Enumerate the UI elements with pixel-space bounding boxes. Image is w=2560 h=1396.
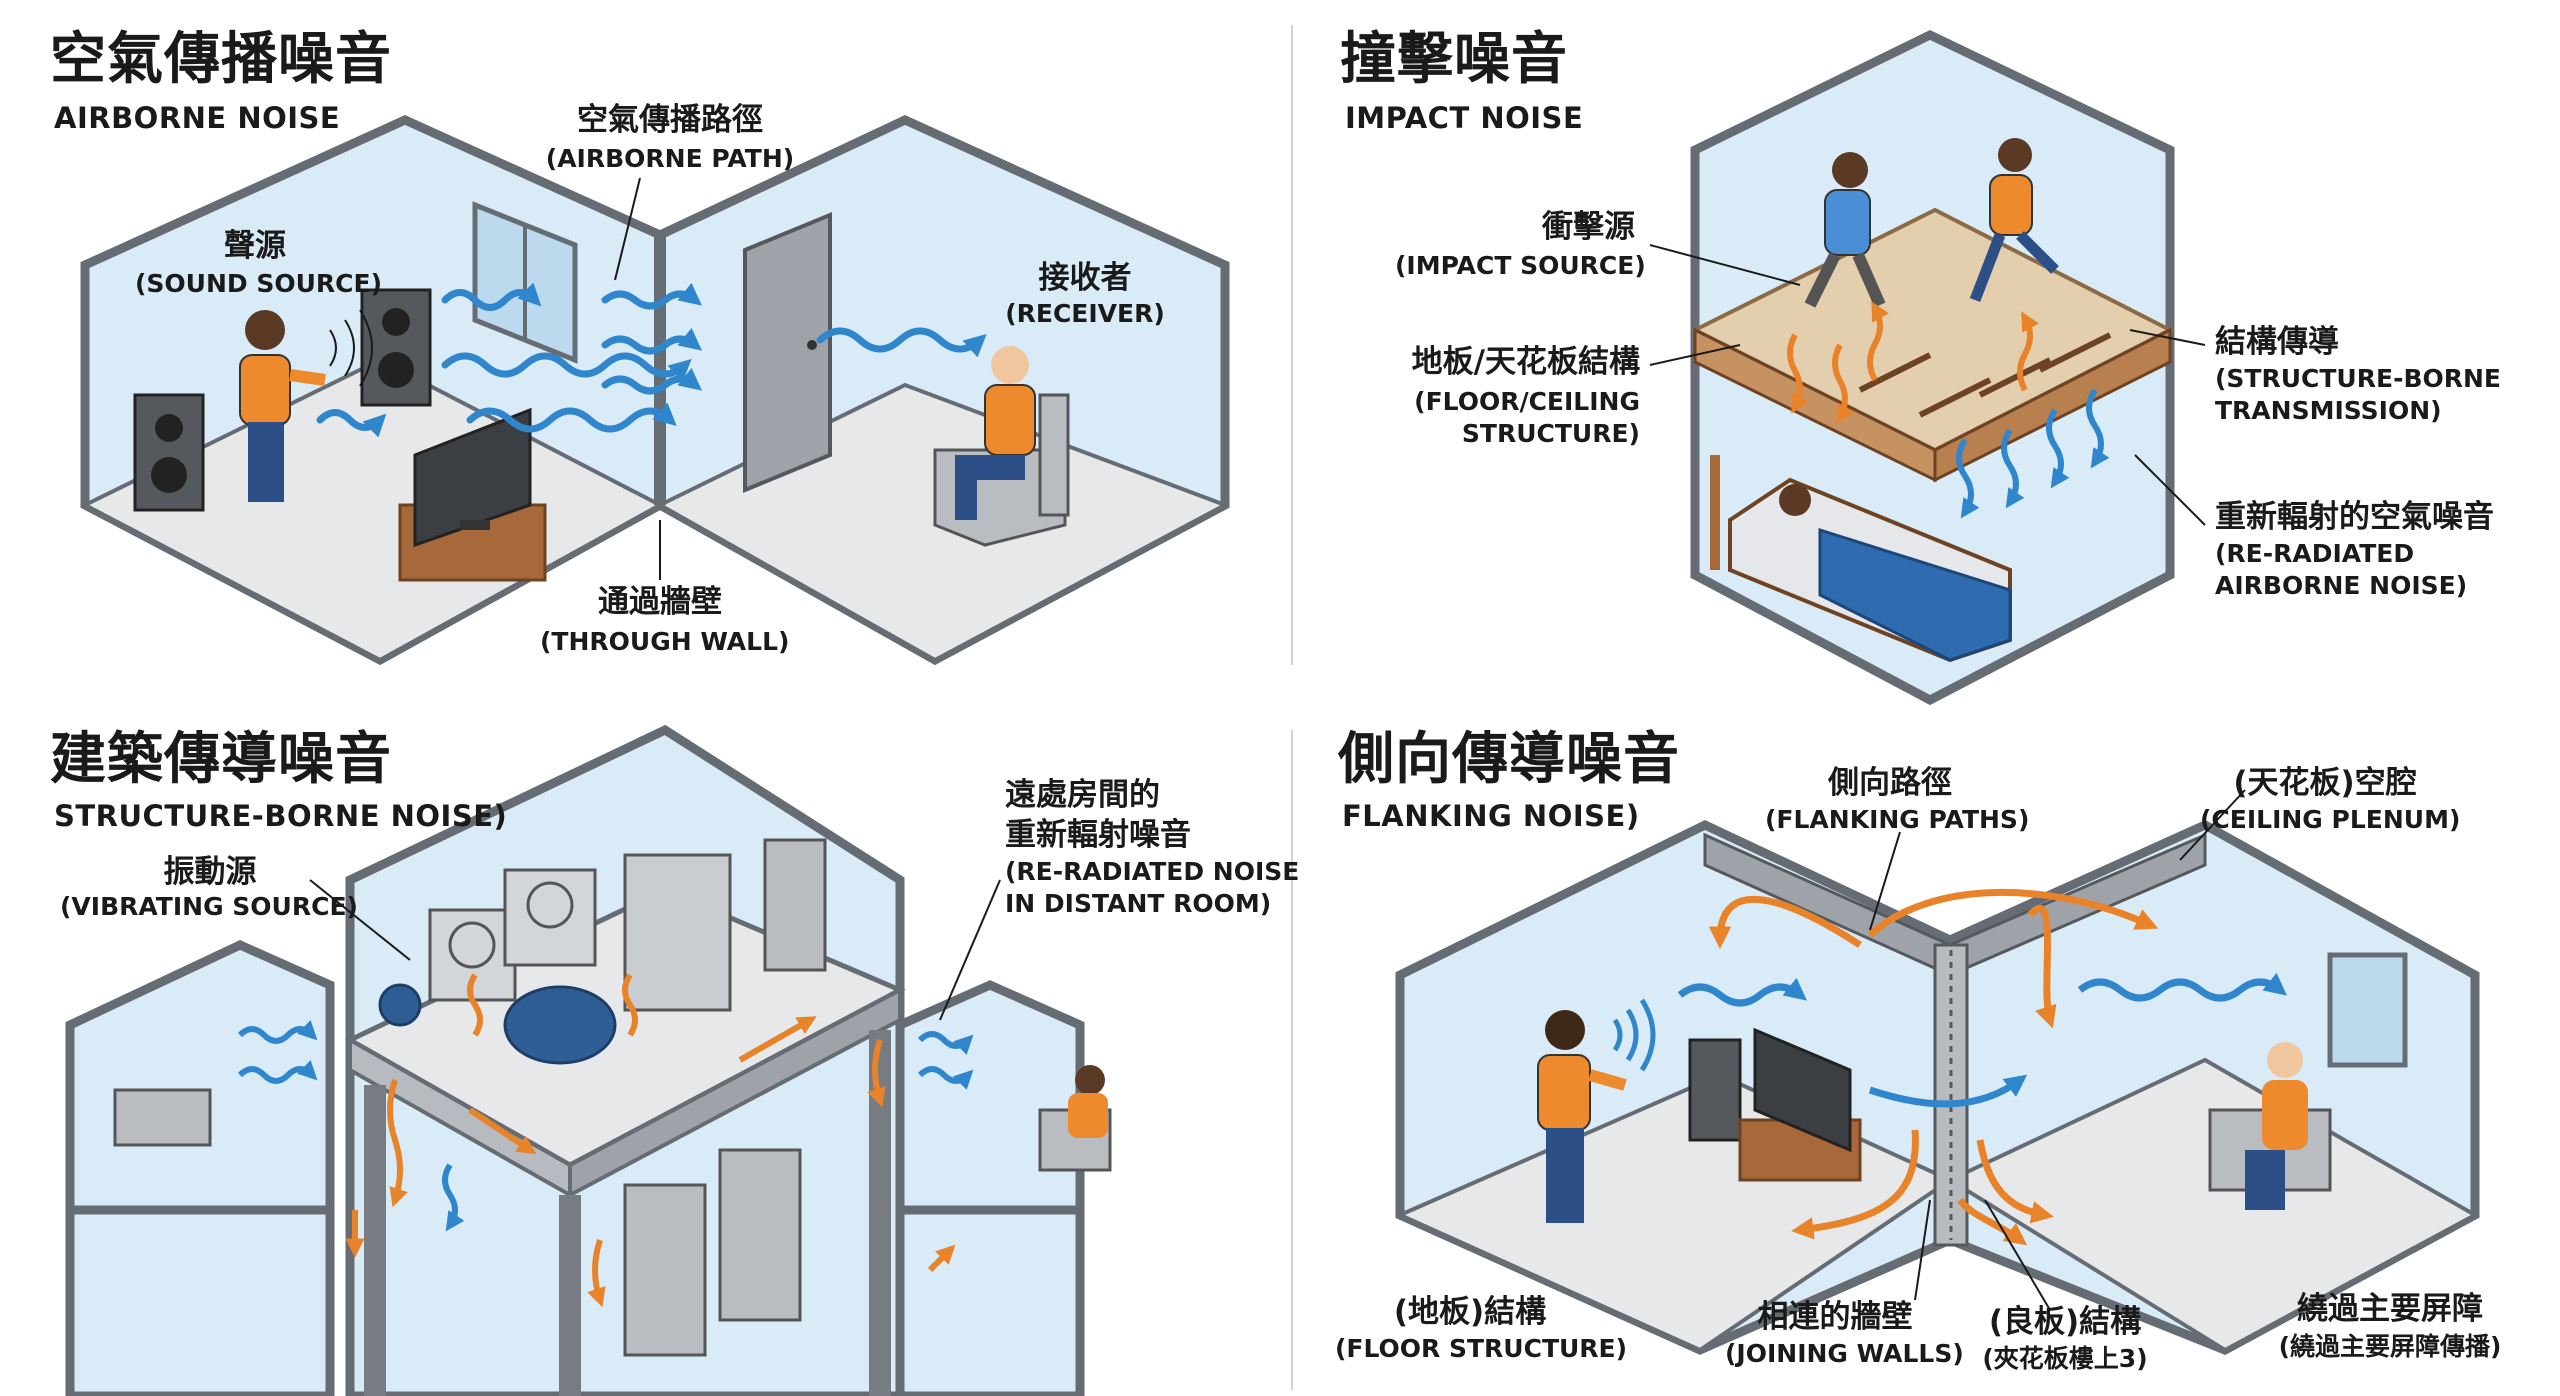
distant-room-label-zh1: 遠處房間的 [1005,777,1160,813]
distant-room-label-en1: (RE-RADIATED NOISE [1005,857,1300,886]
bed-icon [1710,455,2012,663]
impact-source-label-en: (IMPACT SOURCE) [1395,251,1646,280]
structure-borne-label-en2: TRANSMISSION) [2215,396,2442,425]
leader-line [2179,789,2246,861]
tv-icon [398,407,547,582]
flanking-path-arrows [1708,889,2159,1246]
airborne-scene [80,115,1230,666]
flanking-paths-label-zh: 側向路徑 [1828,765,1952,801]
leader-line [1869,831,1901,931]
sound-waves-icon [329,309,373,387]
receiver-chair-icon [933,346,1070,547]
structure-wave-arrows [237,1020,974,1232]
floor-ceiling-label-en1: (FLOOR/CEILING [1414,387,1640,416]
airborne-wave-arrows [316,282,987,438]
leader-line [2134,454,2206,526]
leader-line [1649,344,1741,366]
sound-source-label-zh: 聲源 [224,228,286,264]
vibrating-source-label-zh: 振動源 [163,854,257,890]
floor-structure-label-en: (FLOOR STRUCTURE) [1335,1334,1628,1363]
distant-room-label-zh2: 重新輻射噪音 [1005,817,1191,853]
distant-room-label-en2: IN DISTANT ROOM) [1005,889,1272,918]
impact-scene [1649,30,2206,706]
leader-line [614,177,641,281]
impact-title-zh: 撞擊噪音 [1340,27,1568,92]
leader-line [1914,1199,1931,1301]
structure-borne-label-zh: 結構傳導 [2215,324,2339,360]
door-icon [743,212,832,493]
speaker-icon [1688,1038,1742,1142]
floor-structure-label-zh: (地板)結構 [1393,1294,1547,1330]
sound-source-label-en: (SOUND SOURCE) [135,269,383,298]
through-wall-label-zh: 通過牆壁 [598,584,722,620]
reradiated-label-en2: AIRBORNE NOISE) [2215,571,2468,600]
reradiated-label-en1: (RE-RADIATED [2215,539,2415,568]
leader-line [1649,244,1801,286]
ceiling-plenum-label-en: (CEILING PLENUM) [2200,805,2461,834]
flanking-title-zh: 側向傳導噪音 [1338,727,1680,792]
right-building [895,980,1085,1396]
reading-person-icon [1038,1065,1112,1172]
leader-line [1984,1199,2051,1311]
person-source-icon [1537,1010,1627,1223]
receiver-label-en: (RECEIVER) [1005,299,1165,328]
vibrating-source-label-en: (VIBRATING SOURCE) [60,892,358,921]
tv-icon [1738,1027,1862,1182]
vibration-arrows [345,973,956,1308]
good-board-label-zh: (良板)結構 [1988,1304,2142,1340]
airborne-title-en: AIRBORNE NOISE [54,101,341,135]
airborne-path-label-zh: 空氣傳播路徑 [577,102,763,138]
flanking-wave-arrows [1677,972,2287,1108]
window-icon [2327,952,2408,1068]
left-building [65,940,335,1396]
structure-title-zh: 建築傳導噪音 [50,727,392,792]
leader-line [2129,329,2206,346]
bypass-barrier-label-en: (繞過主要屏障傳播) [2278,1332,2502,1361]
bypass-barrier-label-zh: 繞過主要屏障 [2297,1291,2483,1327]
flanking-title-en: FLANKING NOISE) [1342,799,1640,833]
walking-people-icon [1804,138,2059,308]
reradiated-label-zh: 重新輻射的空氣噪音 [2215,499,2494,535]
reradiated-wave-arrows [1956,388,2110,519]
airborne-title-zh: 空氣傳播噪音 [50,27,392,92]
receiver-label-zh: 接收者 [1038,260,1132,296]
structure-title-en: STRUCTURE-BORNE NOISE) [54,799,508,833]
impact-source-label-zh: 衝擊源 [1542,209,1635,245]
machinery-icon [378,838,827,1065]
impact-vibration-arrows [1787,301,2039,424]
flanking-scene [1395,789,2480,1355]
flanking-paths-label-en: (FLANKING PATHS) [1765,805,2030,834]
leader-line [939,879,1001,1021]
through-wall-label-en: (THROUGH WALL) [540,627,790,656]
impact-title-en: IMPACT NOISE [1345,101,1584,135]
joining-walls-label-en: (JOINING WALLS) [1725,1339,1964,1368]
elevator-door-icon [623,1183,707,1357]
receiver-chair-icon [2208,1042,2332,1210]
structure-borne-label-en1: (STRUCTURE-BORNE [2215,364,2501,393]
floor-ceiling-label-zh: 地板/天花板結構 [1411,344,1640,380]
speaker-icon [133,288,432,512]
joining-walls-label-zh: 相連的牆壁 [1757,1299,1913,1335]
ceiling-plenum-label-zh: (天花板)空腔 [2233,765,2417,801]
good-board-label-en: (夾花板樓上3) [1982,1344,2148,1373]
floor-ceiling-label-en2: STRUCTURE) [1461,419,1640,448]
airborne-path-label-en: (AIRBORNE PATH) [545,144,795,173]
person-source-icon [239,310,326,502]
armchair-icon [113,1088,212,1147]
structure-scene [65,724,1112,1396]
leader-line [309,879,411,961]
sound-waves-icon [1612,998,1656,1072]
